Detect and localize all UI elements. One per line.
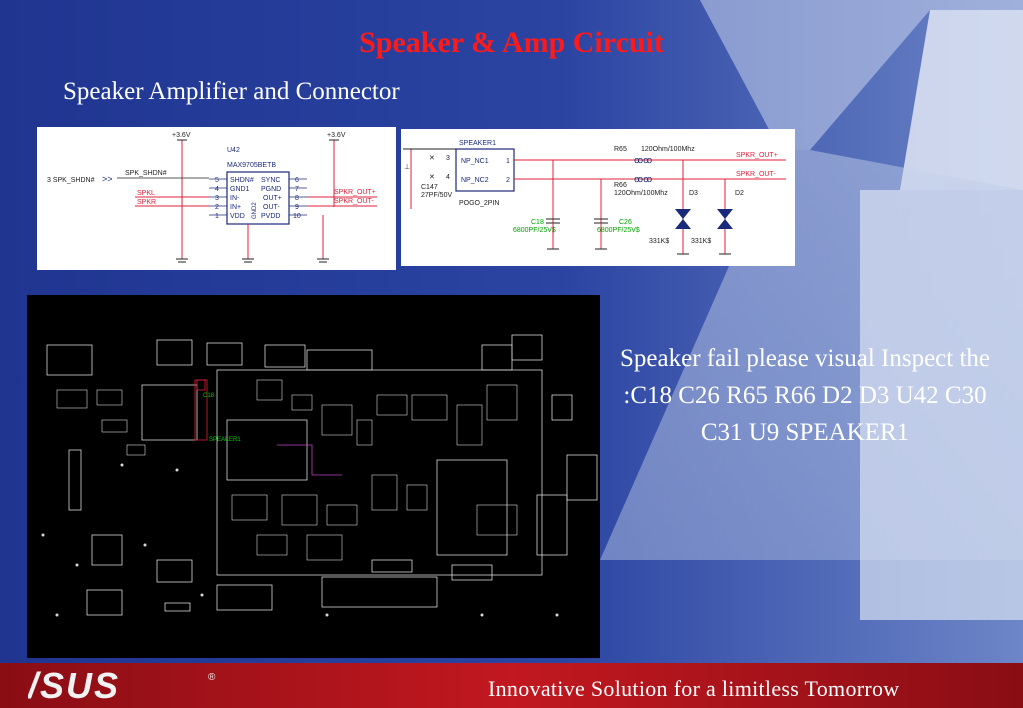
amplifier-schematic-drawing: +3.6V +3.6V U42 MAX9705BETB SHDN# GND1 I… (47, 132, 377, 263)
connector-schematic-drawing: SPEAKER1 NP_NC1 NP_NC2 1 2 POGO_2PIN 3 4… (403, 140, 786, 255)
footer-tagline: Innovative Solution for a limitless Tomo… (488, 676, 900, 701)
svg-text:6800PF/25V$: 6800PF/25V$ (513, 227, 556, 234)
pcb-layout-drawing: C18 SPEAKER1 (41, 334, 598, 617)
ic-ref: U42 (227, 147, 240, 154)
svg-text:3: 3 (215, 195, 219, 202)
svg-text:VDD: VDD (230, 213, 245, 220)
svg-text:2: 2 (506, 177, 510, 184)
svg-text:10: 10 (293, 213, 301, 220)
svg-text:1: 1 (506, 158, 510, 165)
pogo-label: POGO_2PIN (459, 200, 499, 207)
r66-value: 120Ohm/100Mhz (614, 190, 668, 197)
svg-text:NP_NC1: NP_NC1 (461, 158, 489, 165)
connector-schematic: SPEAKER1 NP_NC1 NP_NC2 1 2 POGO_2PIN 3 4… (401, 129, 795, 266)
power-label-2: +3.6V (327, 132, 346, 139)
connector-body (455, 148, 515, 192)
asus-logo: /SUS ® (28, 668, 216, 704)
net-shdn: SPK_SHDN# (125, 170, 167, 177)
svg-text:6800PF/25V$: 6800PF/25V$ (597, 227, 640, 234)
svg-text:PGND: PGND (261, 186, 281, 193)
svg-text:C18: C18 (531, 219, 544, 226)
svg-text:ꝏꝏ: ꝏꝏ (634, 155, 652, 165)
svg-text:✕: ✕ (429, 155, 435, 162)
svg-text:331K$: 331K$ (691, 238, 711, 245)
svg-text:C147: C147 (421, 184, 438, 191)
svg-text:ꝏꝏ: ꝏꝏ (634, 174, 652, 184)
svg-text:IN-: IN- (230, 195, 240, 202)
svg-text:PVDD: PVDD (261, 213, 280, 220)
svg-text:OUT+: OUT+ (263, 195, 282, 202)
svg-text:/SUS: /SUS (28, 668, 120, 704)
svg-text:3: 3 (446, 155, 450, 162)
svg-text:4: 4 (446, 174, 450, 181)
svg-text:®: ® (208, 672, 216, 683)
svg-text:GND1: GND1 (230, 186, 250, 193)
pcb-label-c18: C18 (203, 393, 215, 399)
net-spkl: SPKL (137, 190, 155, 197)
footer-bar (0, 663, 1023, 708)
net-out-n-right: SPKR_OUT- (736, 171, 776, 178)
svg-text:OUT-: OUT- (263, 204, 280, 211)
ic-part: MAX9705BETB (227, 162, 276, 169)
svg-text:2: 2 (215, 204, 219, 211)
svg-text:IN+: IN+ (230, 204, 241, 211)
svg-text:⊥: ⊥ (404, 164, 410, 171)
svg-text:D2: D2 (735, 190, 744, 197)
r65-ref: R65 (614, 146, 627, 153)
svg-text:6: 6 (295, 177, 299, 184)
svg-text:NP_NC2: NP_NC2 (461, 177, 489, 184)
net-out-n: SPKR_OUT- (334, 198, 374, 205)
svg-text:8: 8 (295, 195, 299, 202)
net-out-p: SPKR_OUT+ (334, 189, 376, 196)
r65-value: 120Ohm/100Mhz (641, 146, 695, 153)
slide-title: Speaker & Amp Circuit (359, 26, 664, 59)
svg-text:27PF/50V: 27PF/50V (421, 192, 452, 199)
svg-text:1: 1 (215, 213, 219, 220)
svg-text:✕: ✕ (429, 174, 435, 181)
svg-text:7: 7 (295, 186, 299, 193)
amplifier-schematic: +3.6V +3.6V U42 MAX9705BETB SHDN# GND1 I… (37, 127, 396, 270)
net-out-p-right: SPKR_OUT+ (736, 152, 778, 159)
svg-text:>>: >> (102, 174, 113, 184)
slide-subtitle: Speaker Amplifier and Connector (63, 78, 400, 105)
power-label-1: +3.6V (172, 132, 191, 139)
r66-ref: R66 (614, 182, 627, 189)
svg-text:SYNC: SYNC (261, 177, 280, 184)
pcb-layout: C18 SPEAKER1 (27, 295, 600, 658)
port-label: 3 SPK_SHDN# (47, 177, 95, 184)
inspection-note: Speaker fail please visual Inspect the :… (620, 345, 990, 446)
pcb-label-speaker: SPEAKER1 (209, 437, 241, 443)
svg-text:GND2: GND2 (252, 202, 258, 219)
connector-ref: SPEAKER1 (459, 140, 496, 147)
svg-text:9: 9 (295, 204, 299, 211)
ic-body (226, 171, 290, 225)
svg-text:5: 5 (215, 177, 219, 184)
net-spkr: SPKR (137, 199, 156, 206)
svg-text:SHDN#: SHDN# (230, 177, 254, 184)
svg-text:C26: C26 (619, 219, 632, 226)
svg-text:4: 4 (215, 186, 219, 193)
svg-text:331K$: 331K$ (649, 238, 669, 245)
svg-text:D3: D3 (689, 190, 698, 197)
